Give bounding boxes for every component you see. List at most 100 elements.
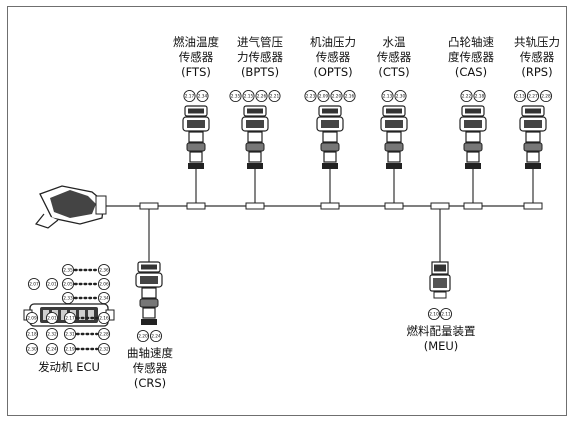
svg-text:2.16: 2.16 (345, 94, 355, 100)
ecu-pin-top-1-1: 2.01 (45, 277, 59, 291)
svg-text:2.33: 2.33 (63, 296, 73, 302)
meu-tee (430, 202, 450, 210)
svg-text:2.10: 2.10 (429, 312, 439, 318)
svg-text:2.24: 2.24 (151, 334, 161, 340)
svg-text:2.35: 2.35 (231, 94, 241, 100)
svg-text:2.17: 2.17 (185, 94, 195, 100)
svg-text:2.32: 2.32 (47, 332, 57, 338)
ecu-pin-bottom-1-0: 2.18 (25, 327, 39, 341)
pin-bpts-3: 2.21 (268, 89, 281, 103)
ecu-pin-top-0-1: 2.36 (97, 263, 111, 277)
ecu-pin-bottom-1-3: 2.28 (97, 327, 111, 341)
ecu-pin-bottom-2-2: 2.19 (63, 342, 77, 356)
sensor-bpts (241, 105, 269, 170)
ecu-pin-bottom-1-2: 2.31 (63, 327, 77, 341)
svg-text:2.28: 2.28 (99, 332, 109, 338)
ecu-pin-bottom-2-0: 2.30 (25, 342, 39, 356)
ecu-pin-bottom-0-2: 2.17 (63, 311, 77, 325)
svg-text:2.23: 2.23 (306, 94, 316, 100)
ecu-pin-top-1-3: 2.06 (97, 277, 111, 291)
svg-text:2.15: 2.15 (244, 94, 254, 100)
svg-text:2.13: 2.13 (383, 94, 393, 100)
ecu-pin-bottom-1-1: 2.32 (45, 327, 59, 341)
sensor-label-opts: 机油压力传感器(OPTS) (310, 35, 356, 79)
pin-bpts-2: 2.26 (255, 89, 268, 103)
ecu-pin-top-1-0: 2.07 (27, 277, 41, 291)
pin-cas-1: 2.18 (473, 89, 486, 103)
svg-text:2.35: 2.35 (63, 268, 73, 274)
pin-cts-1: 2.30 (394, 89, 407, 103)
svg-text:2.34: 2.34 (198, 94, 208, 100)
pin-fts-0: 2.17 (183, 89, 196, 103)
ecu-pin-top-1-2: 2.05 (61, 277, 75, 291)
tee-cas (463, 202, 483, 210)
ecu-pin-bottom-2-1: 2.24 (45, 342, 59, 356)
svg-text:2.16: 2.16 (99, 316, 109, 322)
sensor-cas (459, 105, 487, 170)
pin-opts-2: 2.20 (330, 89, 343, 103)
svg-text:2.05: 2.05 (63, 282, 73, 288)
svg-text:2.24: 2.24 (47, 347, 57, 353)
sensor-opts (316, 105, 344, 170)
pin-rps-1: 2.27 (526, 89, 540, 103)
diagram-frame (7, 6, 567, 416)
sensor-label-fts: 燃油温度传感器(FTS) (173, 35, 219, 79)
svg-text:2.01: 2.01 (47, 316, 57, 322)
tee-fts (186, 202, 206, 210)
ecu-pin-top-2-1: 2.34 (97, 291, 111, 305)
pin-meu-0: 2.10 (427, 307, 441, 321)
ecu-pin-bottom-0-0: 2.09 (25, 311, 39, 325)
pin-bpts-1: 2.15 (242, 89, 255, 103)
svg-text:2.17: 2.17 (65, 316, 75, 322)
sensor-label-cts: 水温传感器(CTS) (376, 35, 412, 79)
pin-opts-1: 2.09 (317, 89, 330, 103)
svg-text:2.19: 2.19 (65, 347, 75, 353)
tee-opts (320, 202, 340, 210)
crs-tee (139, 202, 159, 210)
ecu-pin-bottom-0-1: 2.01 (45, 311, 59, 325)
tee-cts (384, 202, 404, 210)
sensor-label-crs: 曲轴速度传感器(CRS) (127, 346, 173, 390)
svg-text:2.09: 2.09 (319, 94, 329, 100)
svg-text:2.26: 2.26 (257, 94, 267, 100)
device-label-meu: 燃料配量装置(MEU) (406, 324, 476, 353)
pin-opts-3: 2.16 (343, 89, 356, 103)
pin-crs-0: 2.20 (136, 329, 150, 343)
svg-text:2.21: 2.21 (270, 94, 280, 100)
pin-cas-0: 2.22 (460, 89, 473, 103)
svg-text:2.01: 2.01 (47, 282, 57, 288)
pin-rps-0: 2.13 (513, 89, 527, 103)
ecu-pin-bottom-0-3: 2.16 (97, 311, 111, 325)
pin-cts-0: 2.13 (381, 89, 394, 103)
ecu-connector (34, 185, 107, 229)
tee-bpts (245, 202, 265, 210)
svg-text:2.36: 2.36 (99, 268, 109, 274)
svg-text:2.13: 2.13 (515, 94, 525, 100)
pin-meu-1: 2.11 (439, 307, 453, 321)
tee-rps (523, 202, 543, 210)
svg-text:2.28: 2.28 (541, 94, 551, 100)
sensor-rps (519, 105, 547, 170)
pin-opts-0: 2.23 (304, 89, 317, 103)
svg-text:2.20: 2.20 (138, 334, 148, 340)
svg-text:2.11: 2.11 (441, 312, 451, 318)
meu-device (429, 261, 451, 299)
sensor-fts (182, 105, 210, 170)
svg-text:2.34: 2.34 (99, 296, 109, 302)
pin-bpts-0: 2.35 (229, 89, 242, 103)
sensor-label-cas: 凸轮轴速度传感器(CAS) (448, 35, 494, 79)
sensor-label-bpts: 进气管压力传感器(BPTS) (237, 35, 283, 79)
svg-text:2.06: 2.06 (99, 282, 109, 288)
svg-text:2.30: 2.30 (396, 94, 406, 100)
svg-text:2.18: 2.18 (475, 94, 485, 100)
svg-text:2.31: 2.31 (65, 332, 75, 338)
ecu-label: 发动机 ECU (38, 360, 100, 374)
pin-rps-2: 2.28 (539, 89, 553, 103)
pin-crs-1: 2.24 (149, 329, 163, 343)
ecu-pin-top-2-0: 2.33 (61, 291, 75, 305)
pin-fts-1: 2.34 (196, 89, 209, 103)
svg-text:2.32: 2.32 (99, 347, 109, 353)
svg-text:2.22: 2.22 (462, 94, 472, 100)
ecu-pin-top-0-0: 2.35 (61, 263, 75, 277)
